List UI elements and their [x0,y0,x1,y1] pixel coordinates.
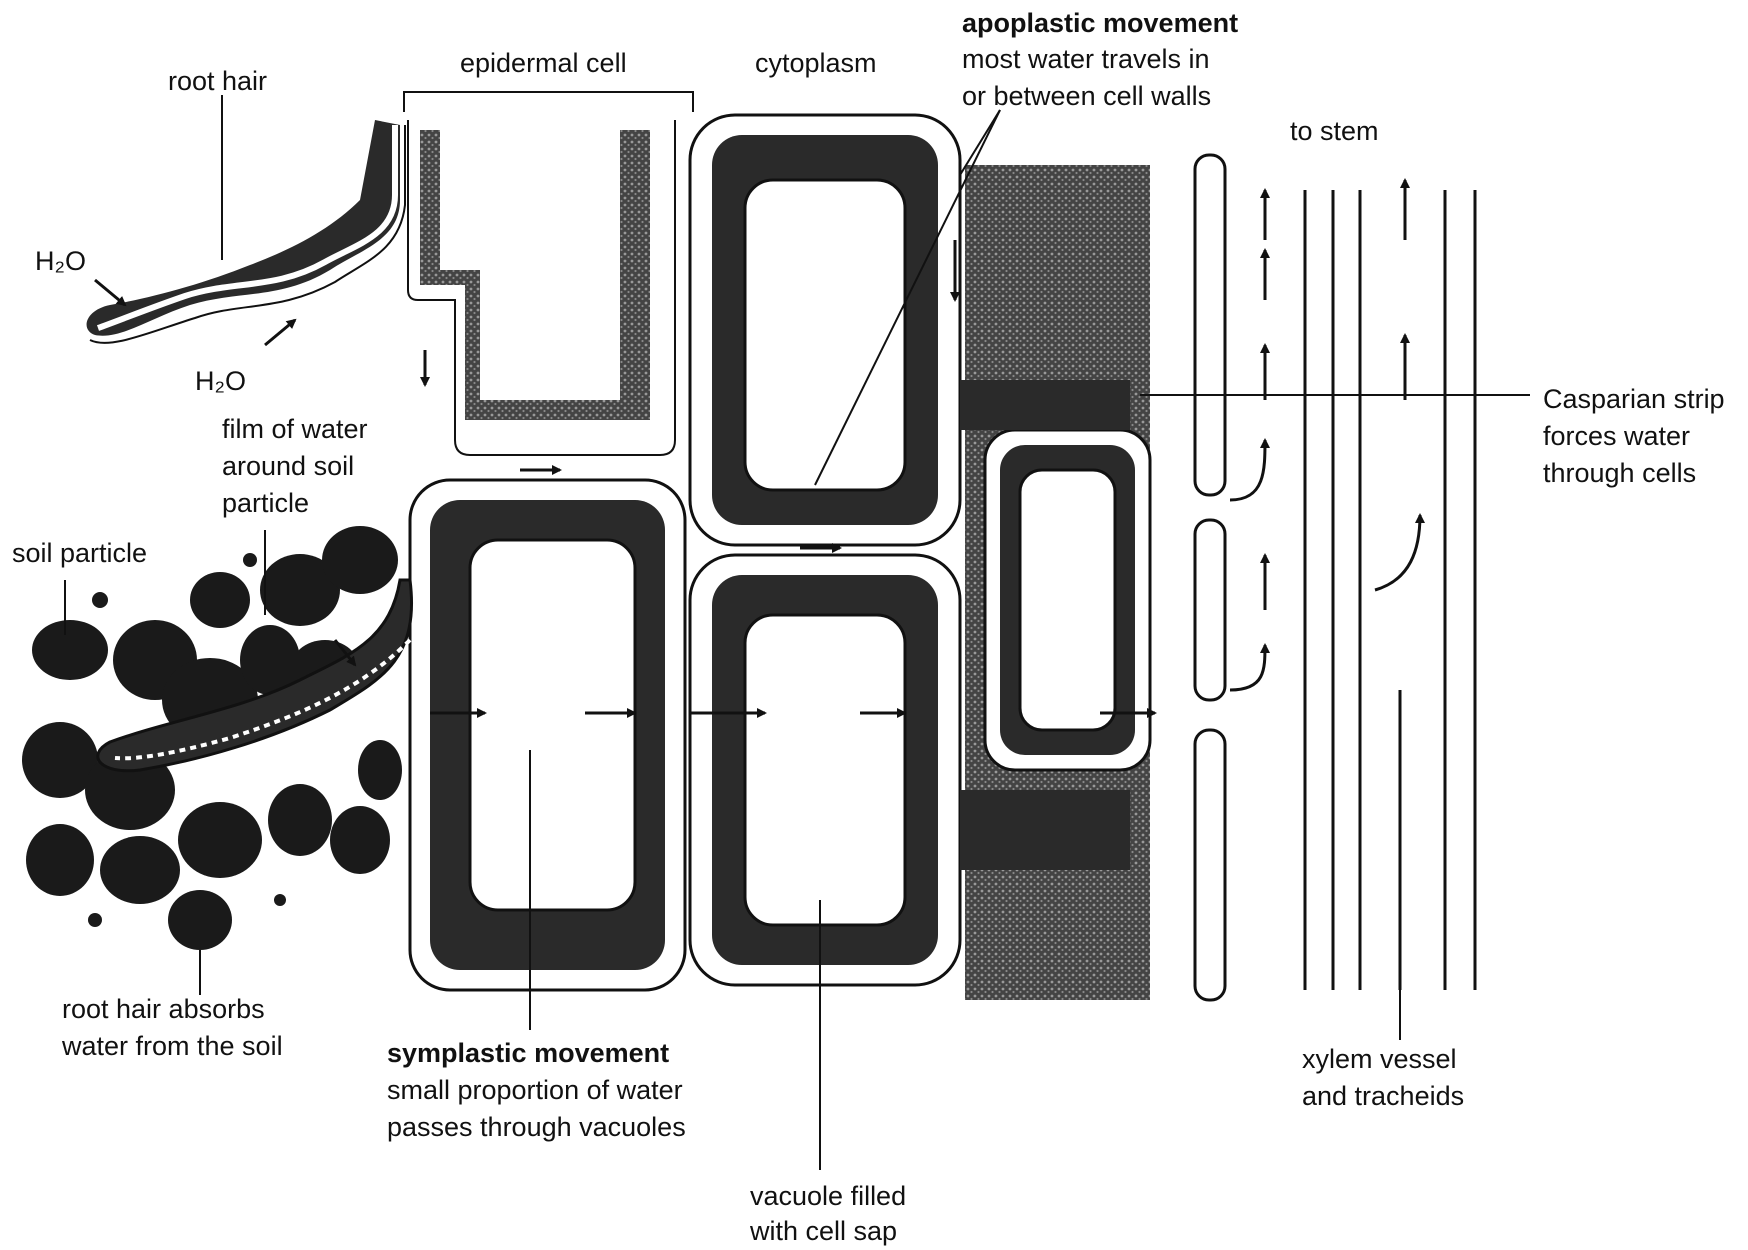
cortex-cell-lower [690,555,960,985]
label-soil-particle: soil particle [12,538,147,568]
label-film-of-water: film of water around soil particle [222,414,375,518]
label-cytoplasm: cytoplasm [755,48,877,78]
vacuole-lower-cortex [745,615,905,925]
epidermal-cell-lower [410,480,685,990]
label-apoplastic-desc: most water travels in or between cell wa… [962,44,1217,111]
root-hair-upper [87,120,405,343]
label-root-hair-absorbs: root hair absorbs water from the soil [61,994,283,1061]
endodermis [960,155,1225,1000]
label-root-hair: root hair [168,66,267,96]
label-h2o-lower: H₂O [195,366,246,396]
label-casparian-strip: Casparian strip forces water through cel… [1543,384,1732,488]
label-vacuole: vacuole filled with cell sap [749,1181,914,1246]
casparian-strip-upper [960,380,1130,430]
casparian-strip-lower [960,790,1130,870]
vacuole-upper-cortex [745,180,905,490]
cortex-cell-upper [690,115,960,545]
label-to-stem: to stem [1290,116,1379,146]
xylem-vessels [1305,190,1475,990]
label-h2o-upper: H₂O [35,246,86,276]
vacuole-epidermal [470,540,635,910]
label-xylem: xylem vessel and tracheids [1302,1044,1464,1111]
epidermal-cell-upper [408,120,675,455]
label-symplastic-title: symplastic movement [387,1038,669,1068]
label-apoplastic-title: apoplastic movement [962,8,1238,38]
label-symplastic-desc: small proportion of water passes through… [387,1075,690,1142]
label-epidermal-cell: epidermal cell [460,48,627,78]
epidermal-bracket [404,92,693,112]
